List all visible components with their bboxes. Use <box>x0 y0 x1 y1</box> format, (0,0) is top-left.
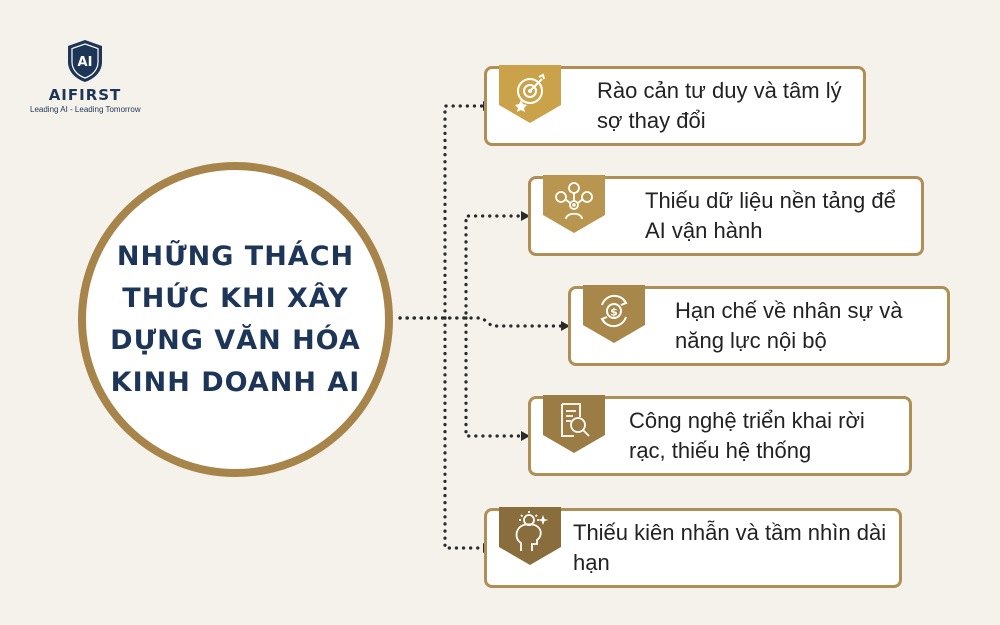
connector-3 <box>398 214 524 320</box>
central-topic-title: NHỮNG THÁCH THỨC KHI XÂY DỰNG VĂN HÓA KI… <box>110 240 361 398</box>
brand-tagline: Leading AI - Leading Tomorrow <box>30 105 141 114</box>
brand-name: AIFIRST <box>48 86 122 104</box>
svg-text:$: $ <box>610 306 618 319</box>
arrowhead-4 <box>521 431 530 441</box>
brand-logo: AI AIFIRST Leading AI - Leading Tomorrow <box>30 38 141 114</box>
data-network-icon <box>543 175 605 233</box>
challenge-text: Công nghệ triển khai rời rạc, thiếu hệ t… <box>629 408 865 463</box>
connector-2 <box>443 316 486 550</box>
arrowhead-2 <box>521 211 530 221</box>
challenge-card: Thiếu dữ liệu nền tảng để AI vận hành <box>528 175 924 256</box>
challenge-card: $ Hạn chế về nhân sự và năng lực nội bộ <box>568 285 950 366</box>
arrowhead-3 <box>561 321 570 331</box>
connector-1 <box>443 104 486 320</box>
challenge-text: Thiếu kiên nhẫn và tầm nhìn dài hạn <box>573 520 887 575</box>
challenge-card: Rào cản tư duy và tâm lý sợ thay đổi <box>484 65 866 146</box>
magnifier-report-icon <box>543 395 605 453</box>
challenge-text: Thiếu dữ liệu nền tảng để AI vận hành <box>645 188 896 243</box>
connector-4 <box>464 316 524 438</box>
challenge-text: Rào cản tư duy và tâm lý sợ thay đổi <box>597 78 842 133</box>
dollar-cycle-icon: $ <box>583 285 645 343</box>
shield-logo-icon: AI <box>68 40 102 82</box>
logo-mark: AI <box>78 55 93 70</box>
connector-5 <box>398 316 564 328</box>
central-topic-circle: NHỮNG THÁCH THỨC KHI XÂY DỰNG VĂN HÓA KI… <box>78 162 393 477</box>
challenge-text: Hạn chế về nhân sự và năng lực nội bộ <box>675 298 903 353</box>
challenge-card: Công nghệ triển khai rời rạc, thiếu hệ t… <box>528 395 912 476</box>
target-icon <box>499 65 561 123</box>
challenge-card: Thiếu kiên nhẫn và tầm nhìn dài hạn <box>484 507 902 588</box>
mind-bulb-icon <box>499 507 561 565</box>
